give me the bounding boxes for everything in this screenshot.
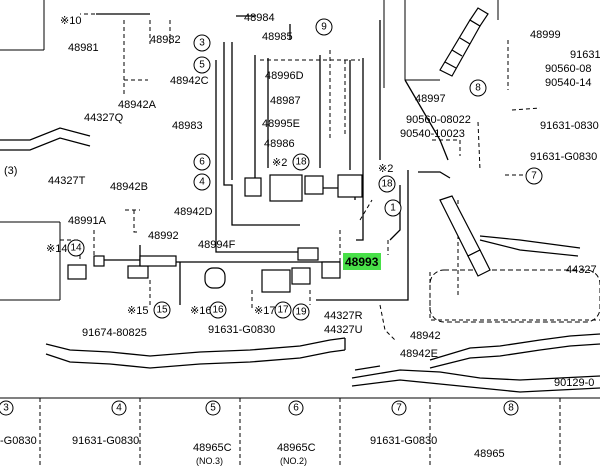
highlight-48993[interactable]: 48993 — [343, 253, 381, 270]
label-44327R: 44327R — [324, 310, 363, 322]
label-90560-08: 90560-08 — [545, 63, 592, 75]
valve-components — [67, 174, 363, 293]
label-48994F: 48994F — [198, 239, 236, 251]
footer-48965C-3: 48965C — [193, 442, 232, 454]
label-48983: 48983 — [172, 120, 203, 132]
footer-91631-b: 91631-G0830 — [370, 435, 437, 447]
callout-6: 6 — [199, 157, 205, 168]
label-48942C: 48942C — [170, 75, 209, 87]
label-note-2a: ※2 — [272, 157, 287, 169]
label-44327Q: 44327Q — [84, 112, 124, 124]
label-91631-G0830-a: 91631-G0830 — [208, 324, 275, 336]
footer-callout-6: 6 — [293, 403, 299, 414]
label-48942B: 48942B — [110, 181, 148, 193]
footer-callout-8: 8 — [508, 403, 514, 414]
callout-4: 4 — [199, 177, 205, 188]
footer-callout-3: 3 — [3, 403, 9, 414]
arrow-leaders — [354, 235, 581, 371]
frame-rail — [45, 333, 600, 393]
label-48993[interactable]: 48993 — [345, 255, 379, 269]
footer-91631-a: 91631-G0830 — [72, 435, 139, 447]
footer-callout-5: 5 — [210, 403, 216, 414]
label-48991A: 48991A — [68, 215, 107, 227]
label-48942D: 48942D — [174, 206, 213, 218]
footer-no3: (NO.3) — [196, 456, 223, 466]
label-44327T: 44327T — [48, 175, 86, 187]
callout-19: 19 — [295, 307, 307, 318]
footer-48965: 48965 — [474, 448, 505, 460]
footer-callout-7: 7 — [396, 403, 402, 414]
bottom-columns — [39, 398, 561, 468]
label-48996D: 48996D — [265, 70, 304, 82]
label-48995E: 48995E — [262, 118, 300, 130]
callout-15: 15 — [156, 305, 168, 316]
callout-14: 14 — [70, 243, 82, 254]
label-note-17: ※17 — [254, 305, 275, 317]
callout-5: 5 — [199, 60, 205, 71]
label-90540-14: 90540-14 — [545, 77, 592, 89]
label-48942E: 48942E — [400, 348, 438, 360]
footer-g0830: -G0830 — [0, 435, 37, 447]
label-48986: 48986 — [264, 138, 295, 150]
callout-8: 8 — [475, 83, 481, 94]
label-note-10: ※10 — [60, 15, 81, 27]
footer-48965C-2: 48965C — [277, 442, 316, 454]
callout-18a: 18 — [295, 157, 307, 168]
callout-numbers: 3 5 6 4 9 18 18 19 1 8 7 14 15 16 17 3 4… — [3, 22, 537, 414]
callout-9: 9 — [321, 22, 327, 33]
label-90540-10023: 90540-10023 — [400, 128, 465, 140]
label-48981: 48981 — [68, 42, 99, 54]
label-48997: 48997 — [415, 93, 446, 105]
part-labels: 48984 48982 48981 ※10 48942C 48942A 4898… — [4, 12, 600, 389]
shock-absorber — [439, 195, 491, 277]
label-3: (3) — [4, 165, 17, 177]
label-48982: 48982 — [150, 34, 181, 46]
label-48984: 48984 — [244, 12, 275, 24]
callout-3: 3 — [199, 38, 205, 49]
label-91674-80825: 91674-80825 — [82, 327, 147, 339]
footer-no2: (NO.2) — [280, 456, 307, 466]
label-91631-right: 91631- — [570, 49, 600, 61]
label-48987: 48987 — [270, 95, 301, 107]
callout-7: 7 — [531, 171, 537, 182]
label-91631-0830: 91631-0830 — [540, 120, 599, 132]
label-44327: 44327 — [566, 264, 597, 276]
callout-1: 1 — [390, 203, 396, 214]
label-note-16: ※16 — [190, 305, 211, 317]
label-48985: 48985 — [262, 31, 293, 43]
strut-top-right — [439, 7, 489, 77]
highlight-box — [343, 253, 381, 270]
callout-18b: 18 — [381, 179, 393, 190]
label-48992: 48992 — [148, 230, 179, 242]
label-90129: 90129-0 — [554, 377, 594, 389]
footer-callout-4: 4 — [116, 403, 122, 414]
label-48942A: 48942A — [118, 99, 157, 111]
frame-lines — [0, 0, 600, 399]
label-note-14: ※14 — [46, 243, 67, 255]
label-note-2b: ※2 — [378, 163, 393, 175]
dashed-box — [429, 269, 600, 323]
label-note-15: ※15 — [127, 305, 148, 317]
label-48942: 48942 — [410, 330, 441, 342]
label-44327U: 44327U — [324, 324, 363, 336]
dashed-leaders — [60, 13, 600, 341]
callout-16: 16 — [212, 305, 224, 316]
label-48999: 48999 — [530, 29, 561, 41]
pipe-routing — [0, 13, 451, 305]
label-91631-G0830-b: 91631-G0830 — [530, 151, 597, 163]
callout-circles — [0, 18, 543, 416]
callout-17: 17 — [277, 305, 289, 316]
footer-legend: -G0830 91631-G0830 48965C (NO.3) 48965C … — [0, 435, 505, 466]
label-90560-08022: 90560-08022 — [406, 114, 471, 126]
